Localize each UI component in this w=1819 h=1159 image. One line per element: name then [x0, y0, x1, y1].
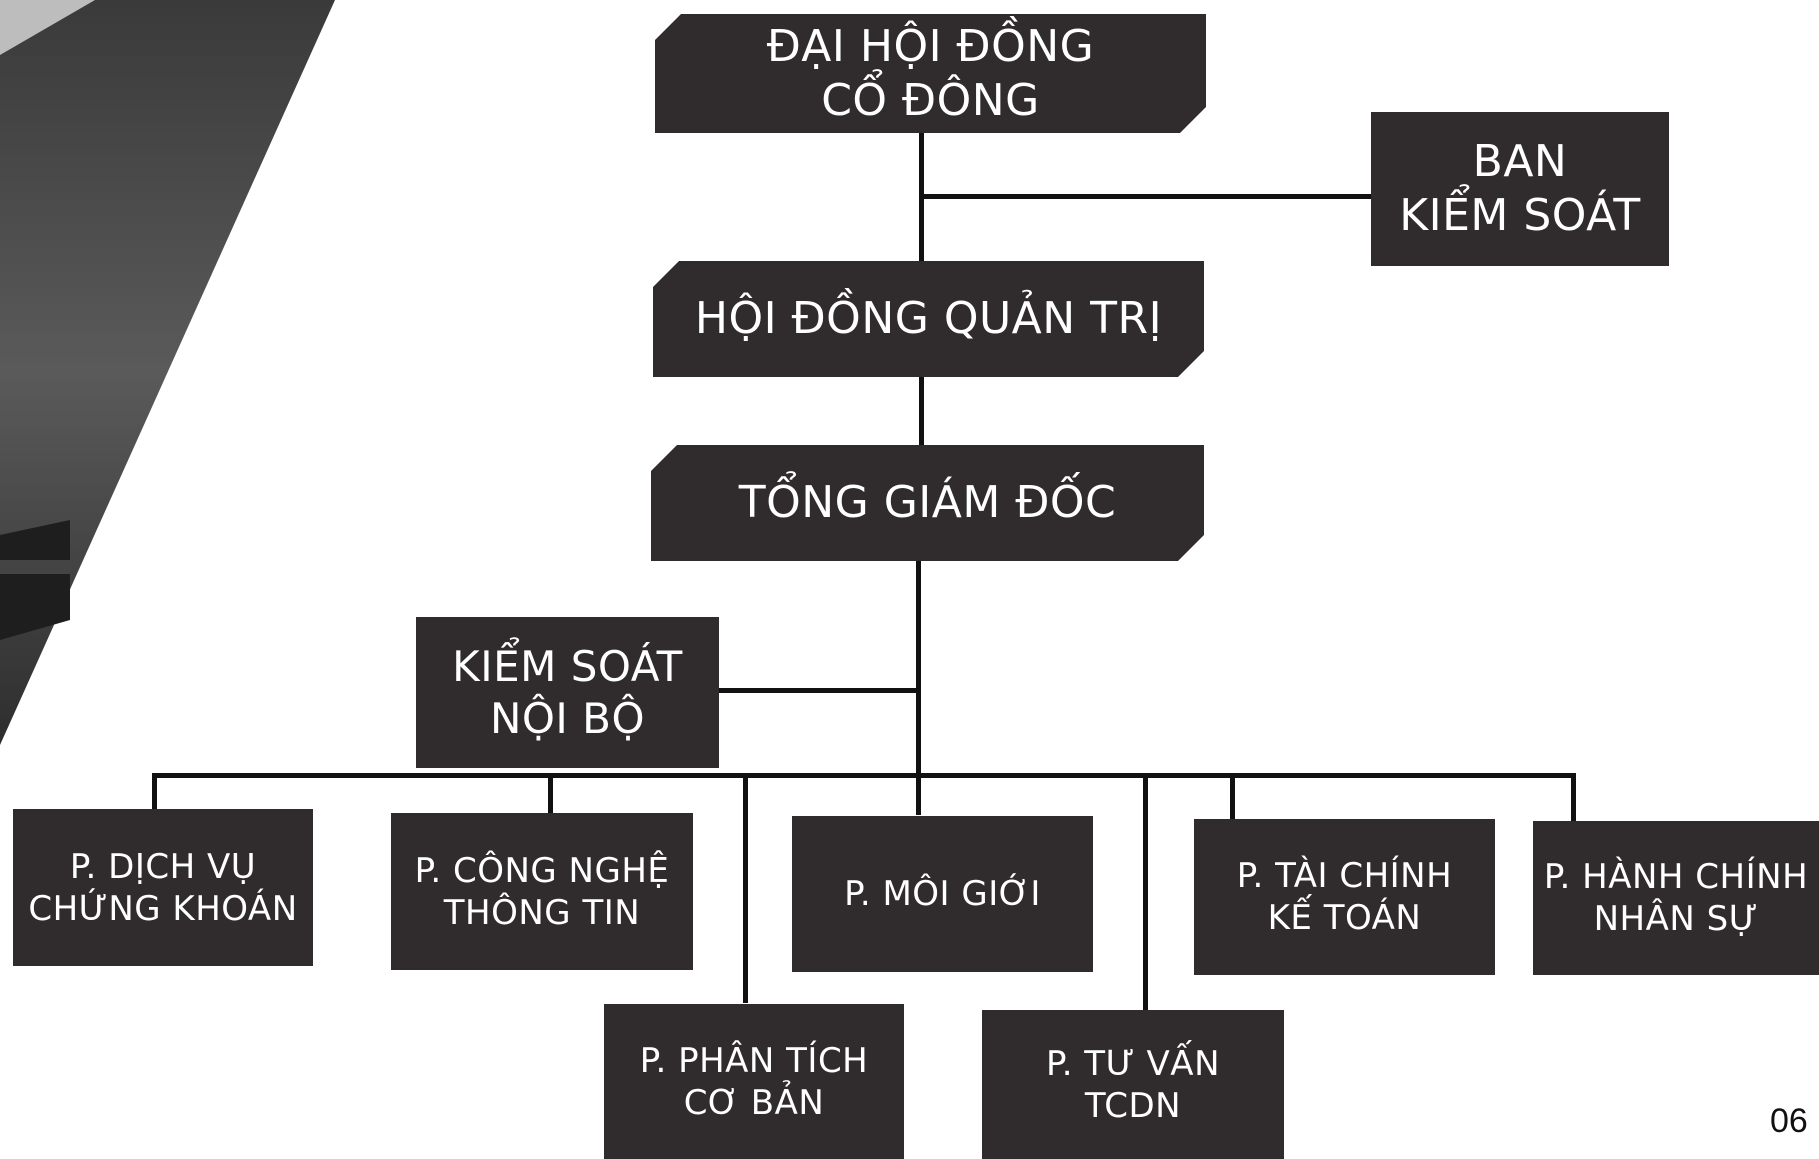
- dept-label: P. HÀNH CHÍNH NHÂN SỰ: [1543, 857, 1809, 939]
- board-of-directors-label: HỘI ĐỒNG QUẢN TRỊ: [694, 293, 1163, 344]
- dept-label: P. CÔNG NGHỆ THÔNG TIN: [414, 850, 670, 933]
- dept-label: P. MÔI GIỚI: [844, 874, 1041, 914]
- page-number: 06: [1770, 1102, 1808, 1140]
- dept-box-dich-vu-chung-khoan: P. DỊCH VỤ CHỨNG KHOÁN: [13, 809, 313, 966]
- connector-drop-cong-nghe: [548, 773, 553, 813]
- connector-director-trunk: [916, 560, 921, 815]
- connector-dept-bus: [152, 773, 1576, 778]
- supervisory-board-label: BAN KIỂM SOÁT: [1399, 136, 1641, 241]
- dept-box-cong-nghe-thong-tin: P. CÔNG NGHỆ THÔNG TIN: [391, 813, 693, 970]
- dept-box-hanh-chinh-nhan-su: P. HÀNH CHÍNH NHÂN SỰ: [1533, 821, 1819, 975]
- shareholders-label: ĐẠI HỘI ĐỒNG CỔ ĐÔNG: [766, 20, 1095, 126]
- board-of-directors-box: HỘI ĐỒNG QUẢN TRỊ: [653, 261, 1204, 377]
- general-director-label: TỔNG GIÁM ĐỐC: [738, 477, 1117, 528]
- dept-box-tai-chinh-ke-toan: P. TÀI CHÍNH KẾ TOÁN: [1194, 819, 1495, 975]
- dept-label: P. DỊCH VỤ CHỨNG KHOÁN: [28, 846, 298, 929]
- dept-label: P. TƯ VẤN TCDN: [1045, 1043, 1221, 1126]
- supervisory-board-box: BAN KIỂM SOÁT: [1371, 112, 1669, 266]
- connector-drop-phan-tich: [743, 773, 748, 1003]
- dept-label: P. TÀI CHÍNH KẾ TOÁN: [1236, 856, 1453, 938]
- connector-to-supervisory: [919, 194, 1374, 199]
- dept-box-tu-van-tcdn: P. TƯ VẤN TCDN: [982, 1010, 1284, 1159]
- dept-box-moi-gioi: P. MÔI GIỚI: [792, 816, 1093, 972]
- connector-drop-tai-chinh: [1230, 773, 1235, 821]
- connector-to-internal-audit: [716, 688, 921, 693]
- connector-drop-hanh-chinh: [1571, 773, 1576, 823]
- internal-audit-box: KIỂM SOÁT NỘI BỘ: [416, 617, 719, 768]
- shareholders-box: ĐẠI HỘI ĐỒNG CỔ ĐÔNG: [655, 14, 1206, 133]
- dept-box-phan-tich-co-ban: P. PHÂN TÍCH CƠ BẢN: [604, 1004, 904, 1159]
- connector-board-to-director: [919, 375, 924, 447]
- connector-drop-dich-vu: [152, 773, 157, 813]
- general-director-box: TỔNG GIÁM ĐỐC: [651, 445, 1204, 561]
- dept-label: P. PHÂN TÍCH CƠ BẢN: [639, 1040, 869, 1123]
- connector-drop-tu-van: [1143, 773, 1148, 1013]
- internal-audit-label: KIỂM SOÁT NỘI BỘ: [452, 641, 683, 743]
